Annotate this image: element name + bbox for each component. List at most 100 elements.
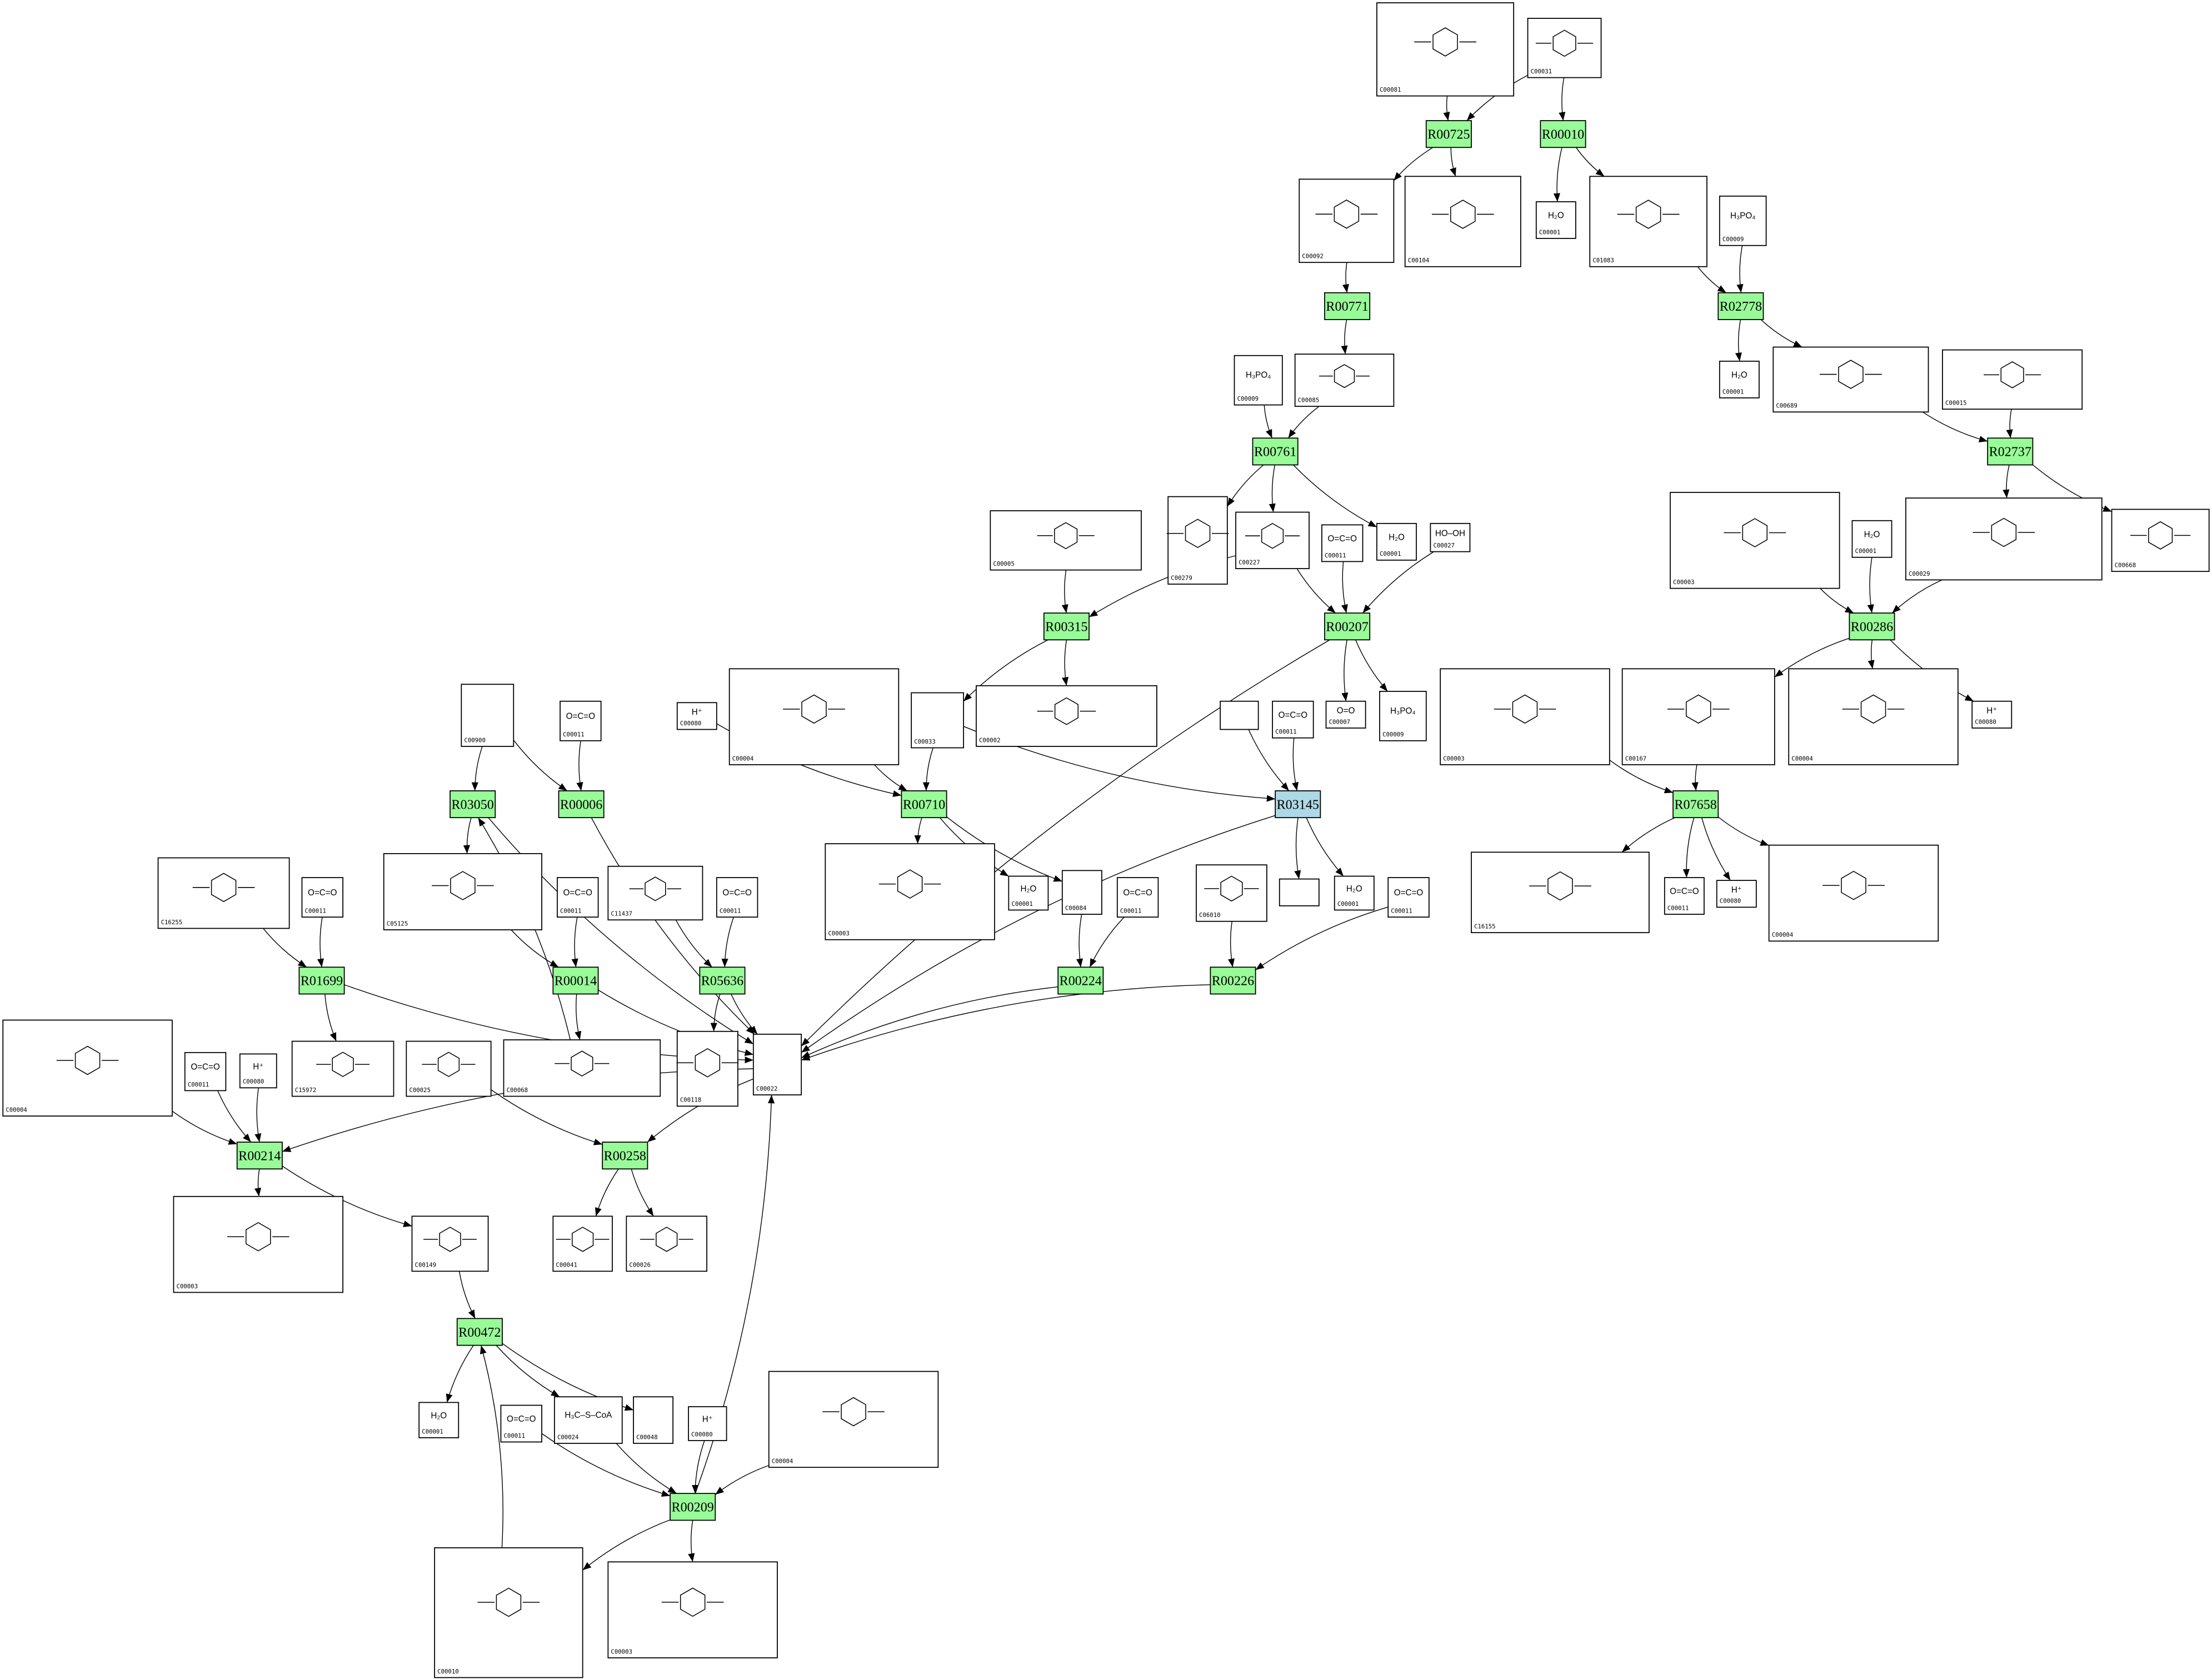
compound-box[interactable] [418,1402,460,1438]
compound-box[interactable] [1116,877,1159,918]
compound-box[interactable] [626,1215,707,1272]
compound-box[interactable] [383,853,542,930]
reaction-node-r00472[interactable]: R00472 [456,1318,503,1346]
compound-box[interactable] [557,877,599,918]
reaction-node-r00010[interactable]: R00010 [1540,120,1586,148]
reaction-node-r00761[interactable]: R00761 [1252,437,1299,466]
compound-box[interactable] [1325,700,1366,729]
compound-node-c00104[interactable]: C00104 [1404,176,1521,267]
compound-node-c00041[interactable]: C00041 [552,1215,613,1272]
compound-box[interactable] [1716,880,1757,908]
compound-box[interactable] [503,1039,661,1097]
compound-box[interactable] [1234,355,1283,406]
reaction-box[interactable] [1252,437,1299,466]
reaction-box[interactable] [1717,292,1764,320]
compound-node-unlabeled[interactable] [1220,700,1259,730]
compound-box[interactable] [1768,844,1939,942]
compound-node-unlabeled[interactable] [1279,878,1320,906]
compound-box[interactable] [911,692,964,749]
compound-node-c00003[interactable]: C00003 [825,843,995,940]
reaction-box[interactable] [1324,292,1371,320]
compound-box[interactable] [1376,2,1515,97]
compound-node-c00227[interactable]: C00227 [1235,511,1310,569]
compound-node-c00668[interactable]: C00668 [2111,509,2210,572]
compound-box[interactable] [434,1547,583,1678]
reaction-node-r02737[interactable]: R02737 [1987,437,2034,466]
reaction-node-r03145[interactable]: R03145 [1275,790,1321,819]
compound-box[interactable] [1321,524,1364,562]
reaction-box[interactable] [1987,437,2034,466]
reaction-node-r02778[interactable]: R02778 [1717,292,1764,320]
reaction-box[interactable] [602,1142,648,1170]
compound-box[interactable] [825,843,995,940]
compound-box[interactable] [1279,878,1320,906]
compound-node-c16155[interactable]: C16155 [1471,851,1650,933]
compound-node-c00118[interactable]: C00118 [676,1030,739,1107]
reaction-box[interactable] [552,966,599,995]
compound-box[interactable] [676,702,717,730]
compound-box[interactable] [411,1215,489,1272]
compound-node-c00081[interactable]: C00081 [1376,2,1515,97]
compound-node-c00029[interactable]: C00029 [1905,497,2103,581]
compound-box[interactable] [406,1040,492,1097]
compound-node-c00689[interactable]: C00689 [1772,346,1929,413]
reaction-node-r00006[interactable]: R00006 [558,790,605,819]
compound-box[interactable] [1061,870,1102,915]
compound-box[interactable] [1235,511,1310,569]
compound-node-c00015[interactable]: C00015 [1942,349,2083,410]
reaction-box[interactable] [456,1318,503,1346]
compound-box[interactable] [1772,346,1929,413]
compound-box[interactable] [607,865,703,921]
reaction-box[interactable] [1324,612,1371,641]
reaction-node-r00214[interactable]: R00214 [236,1142,283,1170]
compound-node-c05125[interactable]: C05125 [383,853,542,930]
compound-box[interactable] [1942,349,2083,410]
compound-node-c00004[interactable]: C00004 [1768,844,1939,942]
compound-box[interactable] [184,1052,227,1092]
compound-box[interactable] [688,1406,727,1441]
reaction-box[interactable] [1849,612,1895,641]
compound-box[interactable] [1719,195,1767,246]
compound-box[interactable] [990,510,1142,571]
compound-box[interactable] [461,684,515,747]
compound-box[interactable] [1621,668,1775,765]
compound-node-c00279[interactable]: C00279 [1166,496,1229,585]
compound-box[interactable] [173,1195,343,1293]
compound-box[interactable] [1299,178,1395,263]
compound-node-c00003[interactable]: C00003 [173,1195,343,1293]
compound-node-c00026[interactable]: C00026 [626,1215,707,1272]
compound-box[interactable] [768,1371,939,1468]
compound-node-c01083[interactable]: C01083 [1589,176,1707,267]
reaction-node-r00315[interactable]: R00315 [1043,612,1090,641]
compound-box[interactable] [1387,877,1430,918]
compound-box[interactable] [1471,851,1650,933]
compound-box[interactable] [752,1033,802,1095]
compound-node-c00031[interactable]: C00031 [1527,18,1602,78]
compound-box[interactable] [1196,864,1267,922]
compound-node-c00092[interactable]: C00092 [1299,178,1395,263]
compound-box[interactable] [552,1215,613,1272]
compound-node-c16255[interactable]: C16255 [157,857,290,929]
compound-box[interactable] [1167,496,1228,585]
compound-box[interactable] [1008,875,1049,911]
compound-node-c00900[interactable]: C00900 [461,684,515,747]
compound-box[interactable] [1535,201,1576,239]
compound-node-c00033[interactable]: C00033 [911,692,964,749]
reaction-box[interactable] [699,966,746,995]
reaction-box[interactable] [558,790,605,819]
compound-node-c00068[interactable]: C00068 [503,1039,661,1097]
compound-box[interactable] [633,1396,674,1444]
compound-box[interactable] [1670,492,1840,589]
